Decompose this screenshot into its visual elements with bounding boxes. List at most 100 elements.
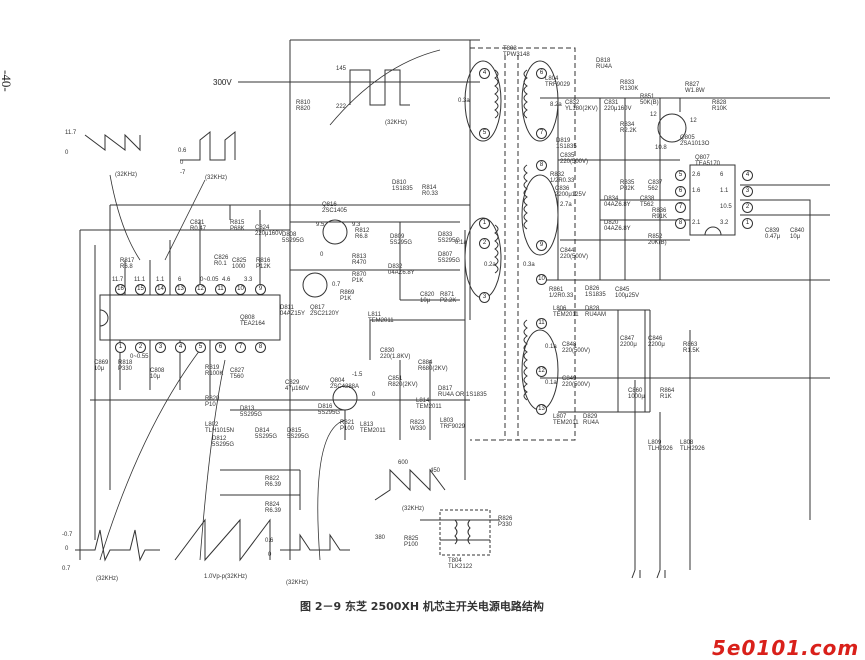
pin-voltage: 11.7 bbox=[112, 277, 124, 283]
annotation: 0.6 bbox=[178, 148, 187, 154]
annotation: 2.7a bbox=[560, 202, 572, 208]
annotation: (32KHz) bbox=[286, 580, 309, 586]
pin-voltage: 1.1 bbox=[720, 188, 729, 194]
ic-pin: 9 bbox=[536, 240, 547, 251]
annotation: (32KHz) bbox=[96, 576, 119, 582]
annotation: 12 bbox=[690, 118, 697, 124]
annotation: (32KHz) bbox=[115, 172, 138, 178]
pin-voltage: 0~0.05 bbox=[200, 277, 219, 283]
annotation: 0.1a bbox=[455, 240, 467, 246]
ic-pin: 12 bbox=[195, 284, 206, 295]
pin-voltage: 1.6 bbox=[692, 188, 701, 194]
ic-pin: 9 bbox=[255, 284, 266, 295]
ic-pin: 1 bbox=[742, 218, 753, 229]
ic-pin: 4 bbox=[742, 170, 753, 181]
ic-pin: 3 bbox=[742, 186, 753, 197]
annotation: -0.7 bbox=[62, 532, 73, 538]
ic-pin: 10 bbox=[536, 274, 547, 285]
ic-pin: 2 bbox=[135, 342, 146, 353]
ic-pin: 5 bbox=[195, 342, 206, 353]
annotation: 600 bbox=[398, 460, 409, 466]
figure-caption: 图 2－9 东芝 2500XH 机芯主开关电源电路结构 bbox=[300, 600, 544, 613]
annotation: 9.5 bbox=[316, 222, 325, 228]
ic-pin: 11 bbox=[215, 284, 226, 295]
annotation: 450 bbox=[430, 468, 441, 474]
annotation: 0.7 bbox=[332, 282, 341, 288]
annotation: (32KHz) bbox=[402, 506, 425, 512]
annotation: 380 bbox=[375, 535, 386, 541]
ic-tea2164-body bbox=[99, 294, 281, 341]
annotation: 0 bbox=[180, 160, 184, 166]
annotation: 12 bbox=[650, 112, 657, 118]
ic-pin: 14 bbox=[155, 284, 166, 295]
ic-pin: 8 bbox=[255, 342, 266, 353]
pin-voltage: 3.2 bbox=[720, 220, 729, 226]
ic-pin: 13 bbox=[175, 284, 186, 295]
annotation: (32KHz) bbox=[385, 120, 408, 126]
page-number: -40- bbox=[0, 70, 14, 92]
input-voltage-label: 300V bbox=[213, 78, 232, 87]
annotation: 0 bbox=[65, 546, 69, 552]
ic-pin: 6 bbox=[675, 186, 686, 197]
pin-voltage: 2.1 bbox=[692, 220, 701, 226]
annotation: 0.2a bbox=[484, 262, 496, 268]
annotation: -1.5 bbox=[352, 372, 363, 378]
ic-pin: 2 bbox=[479, 238, 490, 249]
pin-voltage: 1.1 bbox=[156, 277, 165, 283]
